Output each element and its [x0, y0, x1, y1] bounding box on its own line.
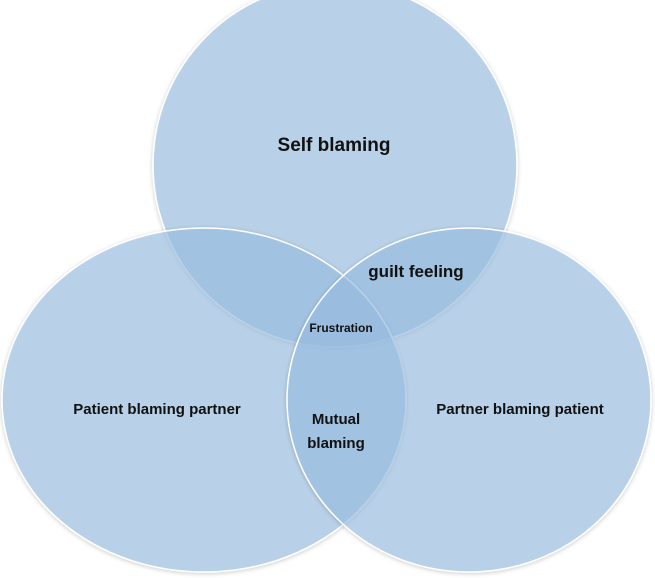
self-blaming-label: Self blaming: [278, 135, 391, 156]
mutual-blaming-label-line2: blaming: [307, 435, 365, 452]
patient-blaming-partner-label: Patient blaming partner: [73, 401, 241, 418]
frustration-label: Frustration: [309, 321, 372, 335]
mutual-blaming-label-line1: Mutual: [312, 411, 360, 428]
guilt-feeling-label: guilt feeling: [368, 262, 463, 281]
partner-blaming-patient-circle: [286, 227, 652, 573]
partner-blaming-patient-label: Partner blaming patient: [436, 401, 604, 418]
